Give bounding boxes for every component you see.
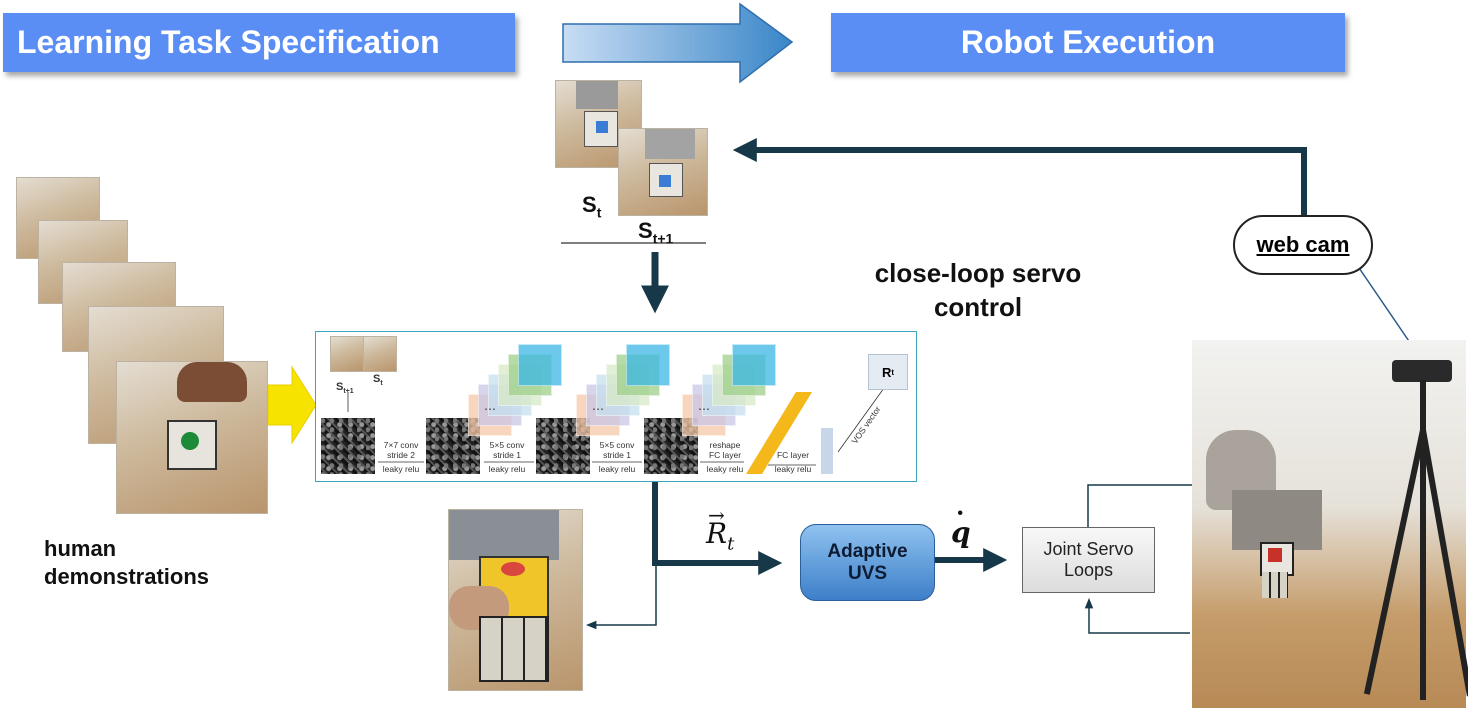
layer2-line1: 5×5 conv <box>489 440 525 450</box>
webcam-text: web cam <box>1256 232 1350 257</box>
net-label-st-sub: t <box>380 380 383 388</box>
close-loop-line2: control <box>933 292 1023 322</box>
learning-task-banner: Learning Task Specification <box>3 13 515 72</box>
network-architecture: St+1 St ⋯ ⋯ ⋯ 7×7 conv stride 2 le <box>315 331 917 482</box>
adaptive-uvs-block: Adaptive UVS <box>800 524 935 601</box>
qdot-label-main: q <box>951 516 971 549</box>
human-label-line2: demonstrations <box>44 564 210 589</box>
state-image-st <box>555 80 642 168</box>
layer5-line2: leaky relu <box>774 464 812 474</box>
layer3-line3: leaky relu <box>598 464 636 474</box>
label-st1-sub: t+1 <box>652 230 674 247</box>
layer2-line2: stride 1 <box>493 450 521 460</box>
rt-label: → Rt <box>706 503 735 555</box>
yellow-arrow <box>267 365 317 445</box>
layer2-caption: 5×5 conv stride 1 leaky relu <box>482 440 532 474</box>
feature-map-input <box>321 418 375 474</box>
layer4-line2: FC layer <box>708 450 742 460</box>
arrow-robot-to-joint-bottom <box>1084 597 1190 634</box>
net-label-st1-sub: t+1 <box>343 388 354 396</box>
human-label-line1: human <box>44 536 117 561</box>
demo-frame-5 <box>116 361 268 514</box>
layer4-line1: reshape <box>709 440 741 450</box>
close-loop-label: close-loop servo control <box>843 256 1113 324</box>
net-label-st-main: S <box>373 373 381 385</box>
stack-dots-2: ⋯ <box>592 402 604 416</box>
state-image-st1 <box>618 128 708 216</box>
layer4-caption: reshape FC layer leaky relu <box>700 440 750 474</box>
net-label-st: St <box>373 374 383 389</box>
webcam-label: web cam <box>1233 215 1373 275</box>
layer1-caption: 7×7 conv stride 2 leaky relu <box>376 440 426 474</box>
rt-label-sub: t <box>727 533 735 555</box>
arrow-webcam-feedback <box>732 138 1307 217</box>
label-st1: St+1 <box>638 218 673 246</box>
rt-label-main: R <box>706 517 728 550</box>
cube-closeup-image <box>448 509 583 691</box>
stack-dots-1: ⋯ <box>484 402 496 416</box>
joint-line2: Loops <box>1063 560 1114 580</box>
layer5-caption: FC layer leaky relu <box>768 450 818 474</box>
net-rt-sub: t <box>891 367 895 377</box>
layer3-line2: stride 1 <box>603 450 631 460</box>
layer4-line3: leaky relu <box>706 464 744 474</box>
webcam-pointer-line <box>1354 261 1417 352</box>
robot-execution-title: Robot Execution <box>960 24 1216 60</box>
arrow-to-closeup <box>585 563 657 630</box>
qdot-label: · q <box>951 498 971 549</box>
layer1-line3: leaky relu <box>382 464 420 474</box>
net-label-st1: St+1 <box>336 382 354 397</box>
learning-task-title: Learning Task Specification <box>17 24 440 60</box>
label-st: St <box>582 192 601 220</box>
robot-photo <box>1192 340 1468 708</box>
layer1-line2: stride 2 <box>387 450 415 460</box>
line-robot-to-joint-top <box>1087 484 1192 527</box>
label-st-main: S <box>582 192 597 217</box>
layer3-line1: 5×5 conv <box>599 440 635 450</box>
close-loop-line1: close-loop servo <box>874 258 1082 288</box>
joint-servo-loops-block: Joint Servo Loops <box>1022 527 1155 593</box>
robot-execution-banner: Robot Execution <box>831 13 1345 72</box>
layer3-caption: 5×5 conv stride 1 leaky relu <box>592 440 642 474</box>
layer2-line3: leaky relu <box>488 464 526 474</box>
flow-arrow-big <box>562 2 794 84</box>
arrow-network-to-uvs <box>652 481 783 575</box>
layer5-line1: FC layer <box>776 450 810 460</box>
net-thumb-st <box>363 336 397 372</box>
network-inner-graphics <box>347 387 885 474</box>
label-st1-main: S <box>638 218 653 243</box>
net-label-st1-main: S <box>336 381 344 393</box>
net-thumb-st1 <box>330 336 364 372</box>
human-demonstrations-label: human demonstrations <box>44 535 209 591</box>
net-rt-main: R <box>881 364 892 380</box>
joint-line1: Joint Servo <box>1043 539 1134 559</box>
stack-dots-3: ⋯ <box>698 402 710 416</box>
label-st-sub: t <box>596 204 602 221</box>
uvs-line2: UVS <box>847 562 888 584</box>
layer1-line1: 7×7 conv <box>383 440 419 450</box>
uvs-line1: Adaptive <box>827 540 908 562</box>
